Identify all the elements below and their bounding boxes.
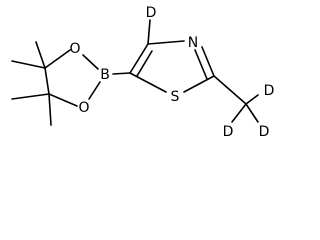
bond-methyl-lower-left [11, 93, 50, 100]
bond-o-bottom-c [48, 93, 78, 107]
bond-c-c-ring [44, 67, 50, 95]
bond-c4-c5 [129, 43, 149, 74]
bond-c5-b [112, 72, 131, 75]
bond-methyl-upper-left [11, 60, 46, 69]
bond-c2-cd3 [213, 75, 247, 105]
atom-d-methyl-right: D [259, 124, 270, 140]
bond-cd3-d-right [245, 103, 259, 123]
bond-layer [11, 19, 259, 126]
atom-label-layer: D N S B O O D D D [69, 5, 274, 140]
atom-o-bottom: O [78, 100, 89, 116]
molecule-structure: D N S B O O D D D [11, 5, 274, 140]
atom-s: S [171, 89, 180, 105]
bond-c4-d [147, 19, 151, 45]
atom-o-top: O [69, 41, 80, 57]
bond-n3-c2-double [194, 49, 208, 80]
bond-b-o-top [82, 54, 99, 70]
bond-o-top-c [44, 49, 71, 69]
bond-c2-s1 [183, 75, 215, 93]
atom-b: B [100, 67, 110, 83]
bond-cd3-d-left [231, 103, 247, 123]
bond-methyl-bottom [48, 93, 52, 126]
atom-n: N [188, 35, 198, 51]
bond-methyl-top [35, 41, 46, 69]
atom-d-methyl-top: D [264, 83, 275, 99]
bond-b-o-bottom [88, 81, 101, 100]
bond-c4-c5-double [136, 50, 153, 77]
atom-d-ring: D [146, 5, 157, 21]
atom-d-methyl-left: D [223, 124, 234, 140]
bond-cd3-d-top [245, 94, 259, 105]
bond-c4-n3 [147, 40, 185, 45]
bond-n3-c2 [201, 46, 215, 77]
bond-s1-c5 [129, 72, 167, 93]
